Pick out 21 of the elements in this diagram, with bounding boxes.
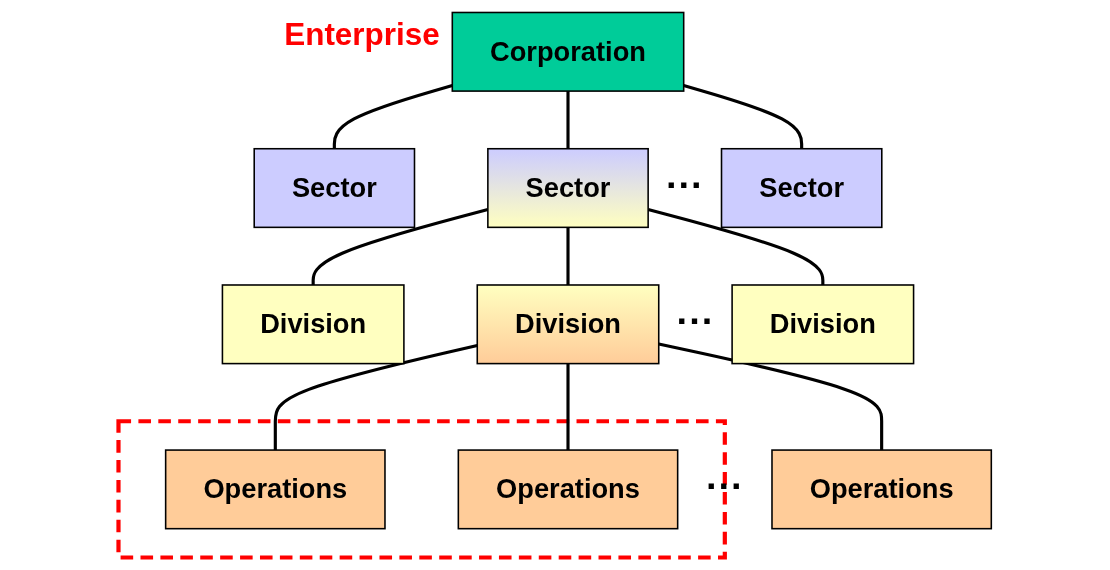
node-box: Sector bbox=[487, 147, 649, 229]
node-caption: Enterprise bbox=[284, 17, 440, 53]
ellipsis-mark: ··· bbox=[666, 164, 704, 206]
node-box: Division bbox=[476, 284, 660, 365]
node-box: Sector bbox=[720, 147, 883, 229]
node-box: Operations bbox=[164, 449, 386, 530]
connector bbox=[566, 91, 570, 149]
node-box: Sector bbox=[253, 147, 416, 229]
node-box: Operations bbox=[457, 449, 679, 530]
connector bbox=[273, 343, 478, 451]
connector bbox=[332, 84, 453, 149]
ellipsis-mark: ··· bbox=[706, 465, 744, 508]
node-box: Division bbox=[731, 284, 915, 365]
ellipsis-mark: ··· bbox=[676, 300, 715, 343]
connector bbox=[683, 84, 804, 149]
connector bbox=[566, 363, 570, 451]
connector bbox=[658, 342, 884, 451]
connector bbox=[566, 227, 570, 285]
node-box: Corporation bbox=[451, 11, 685, 92]
node-box: Operations bbox=[771, 449, 993, 530]
node-box: Division bbox=[221, 284, 405, 365]
